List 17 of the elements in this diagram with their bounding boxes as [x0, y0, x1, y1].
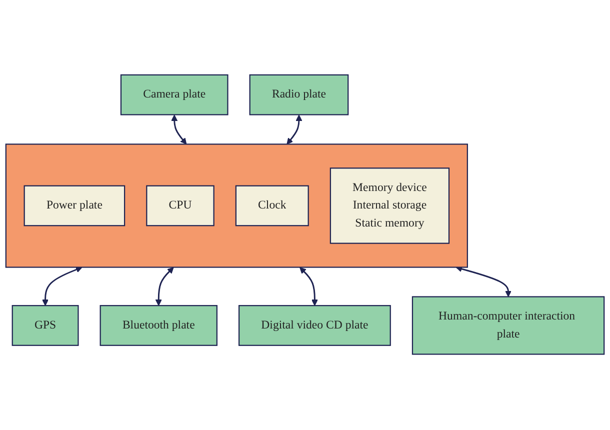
- arrow: [171, 115, 187, 145]
- node-box: CPU: [146, 186, 214, 227]
- arrow: [42, 266, 82, 306]
- node-box: Bluetooth plate: [100, 305, 218, 346]
- node-box: Radio plate: [249, 74, 349, 116]
- node-box: Clock: [235, 186, 309, 227]
- node-box: Power plate: [24, 186, 126, 227]
- node-box: Human-computer interaction plate: [412, 296, 605, 356]
- node-box: Camera plate: [120, 74, 228, 116]
- arrow: [286, 115, 302, 145]
- arrow: [456, 266, 512, 298]
- node-box: Memory device Internal storage Static memory: [330, 168, 450, 244]
- arrow: [155, 268, 174, 306]
- node-box: Digital video CD plate: [238, 305, 391, 346]
- node-box: GPS: [12, 305, 79, 346]
- arrow: [300, 268, 318, 306]
- cluster: [5, 144, 468, 268]
